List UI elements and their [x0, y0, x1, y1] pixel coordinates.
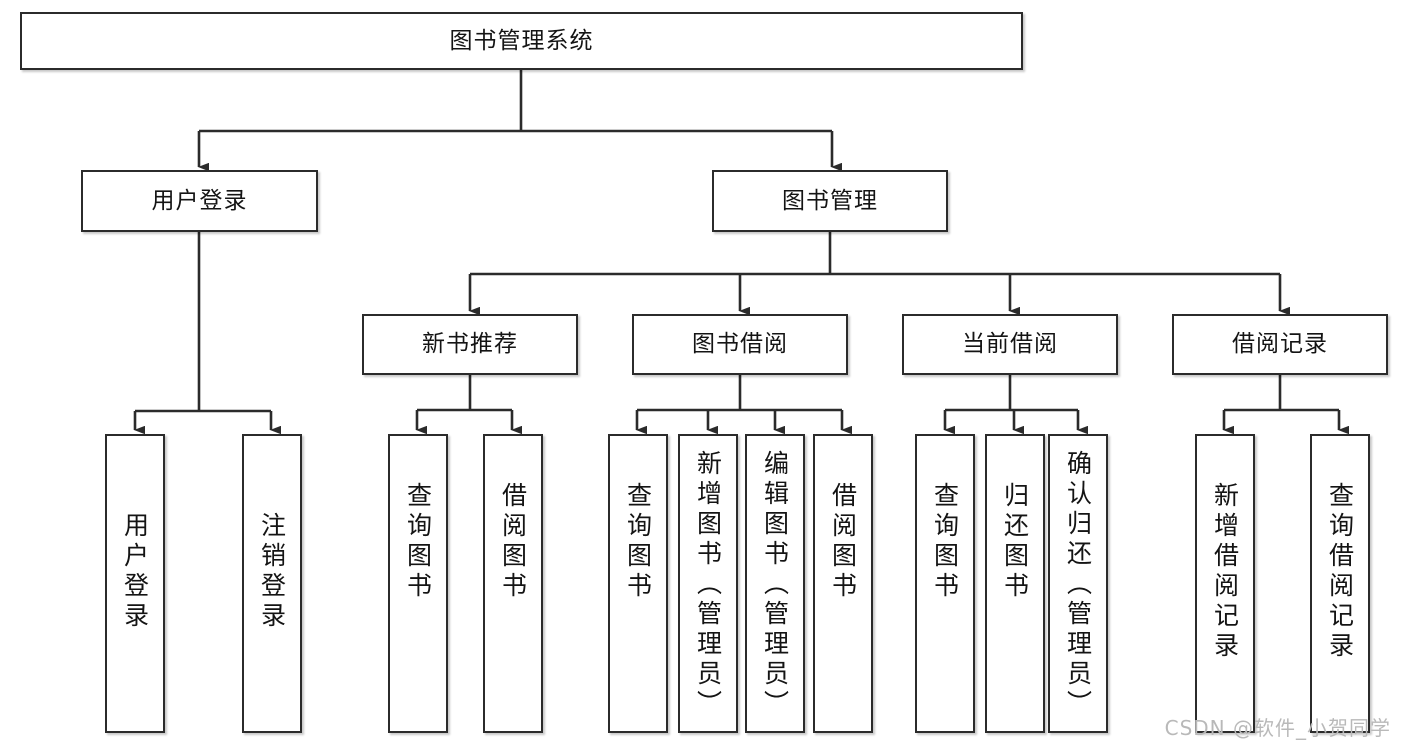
node-label: 借阅记录 [1232, 331, 1328, 358]
node-label: 借阅图书 [498, 482, 528, 602]
node-label: 用户登录 [151, 187, 248, 214]
node-label: 新增借阅记录 [1210, 482, 1240, 662]
leaf-current-borrow-confirm-return-admin[interactable]: 确认归还（管理员） [1048, 434, 1108, 733]
leaf-current-borrow-query-book[interactable]: 查询图书 [915, 434, 975, 733]
node-label: 查询图书 [623, 482, 653, 602]
node-label: 新书推荐 [422, 331, 518, 358]
node-label: 图书管理系统 [449, 27, 594, 54]
node-label: 新增图书（管理员） [693, 450, 723, 720]
leaf-user-login-logout[interactable]: 注销登录 [242, 434, 302, 733]
leaf-new-book-query-book[interactable]: 查询图书 [388, 434, 448, 733]
leaf-book-borrow-edit-book-admin[interactable]: 编辑图书（管理员） [745, 434, 805, 733]
node-book-borrow[interactable]: 图书借阅 [632, 314, 848, 375]
node-borrow-record[interactable]: 借阅记录 [1172, 314, 1388, 375]
node-user-login[interactable]: 用户登录 [81, 170, 318, 232]
node-label: 查询借阅记录 [1325, 482, 1355, 662]
node-label: 当前借阅 [962, 331, 1058, 358]
node-label: 注销登录 [257, 512, 287, 632]
watermark-text: CSDN @软件_小贺同学 [1164, 716, 1391, 740]
node-root-book-management-system[interactable]: 图书管理系统 [20, 12, 1023, 70]
leaf-current-borrow-return-book[interactable]: 归还图书 [985, 434, 1045, 733]
node-label: 归还图书 [1000, 482, 1030, 602]
node-label: 用户登录 [120, 512, 150, 632]
leaf-book-borrow-add-book-admin[interactable]: 新增图书（管理员） [678, 434, 738, 733]
node-label: 查询图书 [403, 482, 433, 602]
node-label: 编辑图书（管理员） [760, 450, 790, 720]
node-label: 查询图书 [930, 482, 960, 602]
leaf-borrow-record-query-record[interactable]: 查询借阅记录 [1310, 434, 1370, 733]
node-current-borrow[interactable]: 当前借阅 [902, 314, 1118, 375]
node-book-management[interactable]: 图书管理 [712, 170, 948, 232]
node-label: 图书借阅 [692, 331, 788, 358]
leaf-borrow-record-add-record[interactable]: 新增借阅记录 [1195, 434, 1255, 733]
node-label: 图书管理 [782, 187, 878, 214]
leaf-book-borrow-borrow-book[interactable]: 借阅图书 [813, 434, 873, 733]
node-label: 确认归还（管理员） [1063, 450, 1093, 720]
node-label: 借阅图书 [828, 482, 858, 602]
leaf-user-login-login[interactable]: 用户登录 [105, 434, 165, 733]
node-new-book-recommend[interactable]: 新书推荐 [362, 314, 578, 375]
leaf-new-book-borrow-book[interactable]: 借阅图书 [483, 434, 543, 733]
leaf-book-borrow-query-book[interactable]: 查询图书 [608, 434, 668, 733]
